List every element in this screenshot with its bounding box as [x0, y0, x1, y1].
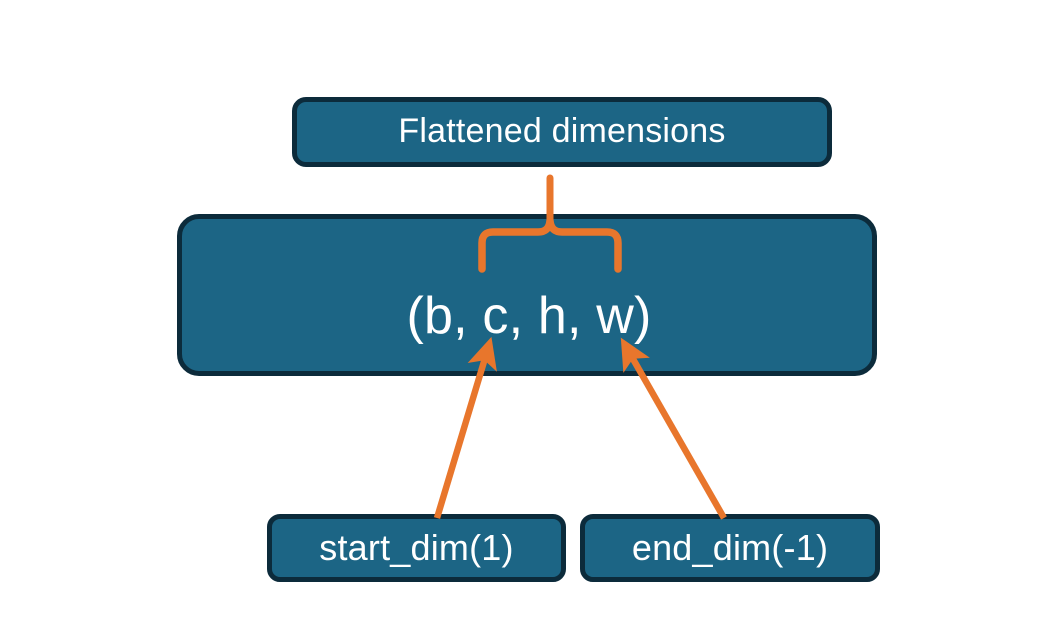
node-tensor-shape[interactable]: (b, c, h, w)	[177, 214, 877, 376]
node-start-dim-label: start_dim(1)	[319, 527, 514, 569]
node-end-dim[interactable]: end_dim(-1)	[580, 514, 880, 582]
node-tensor-shape-label: (b, c, h, w)	[406, 287, 652, 346]
node-end-dim-label: end_dim(-1)	[631, 527, 829, 569]
node-flattened-dimensions-label: Flattened dimensions	[398, 112, 726, 151]
node-flattened-dimensions[interactable]: Flattened dimensions	[292, 97, 832, 167]
node-start-dim[interactable]: start_dim(1)	[267, 514, 566, 582]
